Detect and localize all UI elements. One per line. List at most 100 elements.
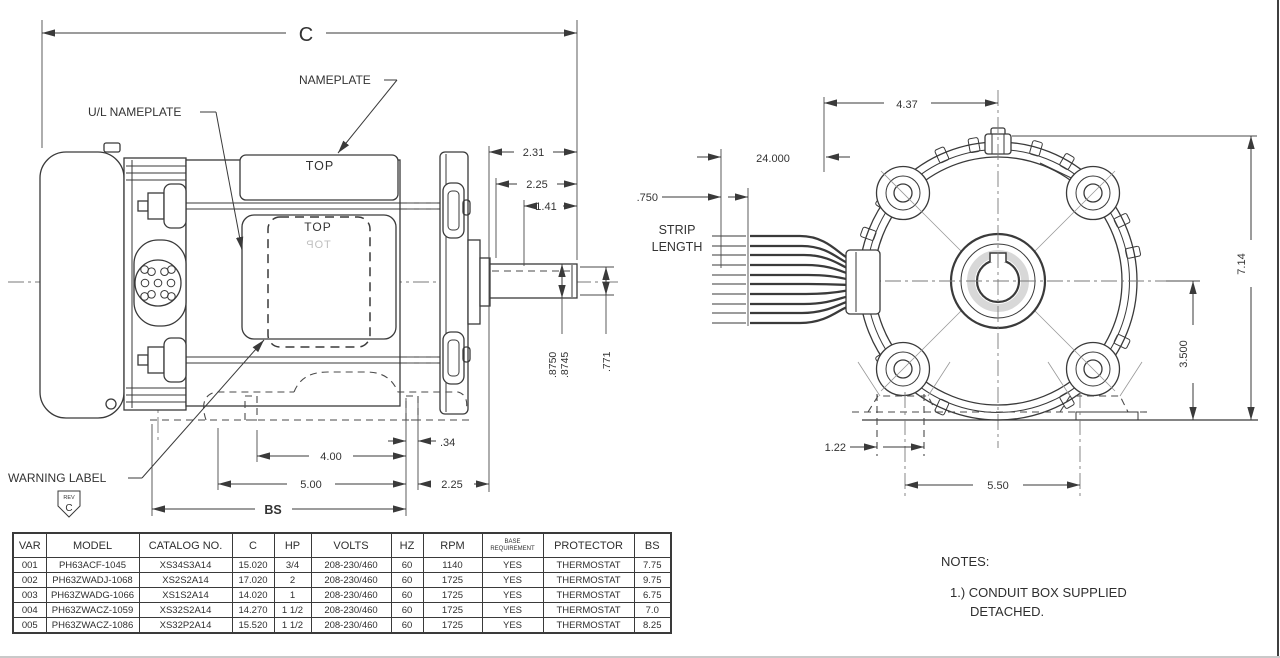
dim-shaft-dia-min: .8745 bbox=[559, 352, 571, 378]
revision-value: C bbox=[65, 503, 72, 514]
table-cell: THERMOSTAT bbox=[542, 557, 635, 573]
dim-center-height: 3.500 bbox=[1178, 340, 1190, 368]
front-view bbox=[712, 90, 1258, 496]
notes-title: NOTES: bbox=[941, 554, 990, 569]
table-cell: THERMOSTAT bbox=[542, 617, 635, 634]
table-cell: 7.0 bbox=[633, 602, 672, 618]
table-cell: 005 bbox=[12, 617, 47, 634]
table-cell: 14.270 bbox=[231, 602, 275, 618]
dim-foot-span: 5.50 bbox=[987, 480, 1008, 492]
table-cell: THERMOSTAT bbox=[542, 602, 635, 618]
table-cell: 3/4 bbox=[273, 557, 312, 573]
dim-top-offset: 4.37 bbox=[896, 99, 917, 111]
table-cell: 208-230/460 bbox=[310, 587, 392, 603]
table-cell: 1725 bbox=[422, 602, 483, 618]
table-cell: PH63ZWADG-1066 bbox=[45, 587, 140, 603]
table-cell: 60 bbox=[390, 617, 424, 634]
table-cell: 208-230/460 bbox=[310, 617, 392, 634]
lead-wires bbox=[712, 234, 851, 325]
dim-foot-offset: 1.22 bbox=[825, 442, 846, 454]
note-item-1: 1.) CONDUIT BOX SUPPLIED bbox=[950, 585, 1127, 600]
table-cell: 17.020 bbox=[231, 572, 275, 588]
table-cell: XS34S3A14 bbox=[138, 557, 233, 573]
table-cell: 60 bbox=[390, 587, 424, 603]
front-base bbox=[852, 361, 1258, 496]
table-header-cell: MODEL bbox=[45, 532, 140, 558]
wire-grommet bbox=[845, 249, 881, 315]
table-cell: 208-230/460 bbox=[310, 602, 392, 618]
note-item-1-cont: DETACHED. bbox=[970, 604, 1045, 619]
table-header-cell: VOLTS bbox=[310, 532, 392, 558]
sheet-border-right bbox=[1276, 0, 1279, 658]
table-cell: PH63ZWACZ-1059 bbox=[45, 602, 140, 618]
table-cell: 1725 bbox=[422, 572, 483, 588]
mounting-lugs bbox=[875, 165, 1121, 397]
table-cell: PH63ACF-1045 bbox=[45, 557, 140, 573]
dim-end-to-flange: 2.31 bbox=[523, 147, 544, 159]
table-cell: 003 bbox=[12, 587, 47, 603]
flange-bolt-upper bbox=[442, 182, 471, 239]
dim-shaft-length: 1.41 bbox=[535, 201, 556, 213]
dim-base-length: 5.00 bbox=[300, 479, 321, 491]
table-cell: 1725 bbox=[422, 617, 483, 634]
table-cell: 9.75 bbox=[633, 572, 672, 588]
table-cell: 7.75 bbox=[633, 557, 672, 573]
table-cell: THERMOSTAT bbox=[542, 587, 635, 603]
table-cell: YES bbox=[481, 572, 544, 588]
table-header-cell: RPM bbox=[422, 532, 483, 558]
table-cell: 8.25 bbox=[633, 617, 672, 634]
table-cell: 208-230/460 bbox=[310, 557, 392, 573]
table-header-cell: HZ bbox=[390, 532, 424, 558]
top-plate-mirror-label: TOP bbox=[305, 239, 330, 251]
table-header-cell: CATALOG NO. bbox=[138, 532, 233, 558]
table-cell: XS2S2A14 bbox=[138, 572, 233, 588]
table-cell: 60 bbox=[390, 557, 424, 573]
dim-height: 7.14 bbox=[1236, 253, 1248, 274]
warning-label-callout: WARNING LABEL bbox=[8, 471, 107, 485]
table-cell: YES bbox=[481, 557, 544, 573]
top-plate-label: TOP bbox=[304, 220, 331, 234]
dim-overall-c: C bbox=[299, 24, 313, 46]
table-cell: XS32P2A14 bbox=[138, 617, 233, 634]
table-cell: XS1S2A14 bbox=[138, 587, 233, 603]
table-header-cell: BASE REQUIREMENT bbox=[481, 532, 544, 558]
dim-overhang: 2.25 bbox=[441, 479, 462, 491]
tie-bolt-upper bbox=[137, 183, 187, 229]
table-cell: 004 bbox=[12, 602, 47, 618]
table-cell: 1140 bbox=[422, 557, 483, 573]
table-header-cell: BS bbox=[633, 532, 672, 558]
table-cell: PH63ZWACZ-1086 bbox=[45, 617, 140, 634]
dim-strip-length: .750 bbox=[637, 192, 658, 204]
table-cell: THERMOSTAT bbox=[542, 572, 635, 588]
top-band-label: TOP bbox=[306, 159, 334, 173]
dim-foot-width: .34 bbox=[440, 437, 455, 449]
dim-shaft-flat: .771 bbox=[601, 351, 613, 372]
table-cell: 002 bbox=[12, 572, 47, 588]
dim-bolt-span: 4.00 bbox=[320, 451, 341, 463]
table-cell: 208-230/460 bbox=[310, 572, 392, 588]
dim-end-to-face: 2.25 bbox=[526, 179, 547, 191]
table-header-cell: VAR bbox=[12, 532, 47, 558]
flange-bolt-lower bbox=[442, 331, 471, 385]
revision-flag: REV C bbox=[57, 490, 81, 518]
dim-shaft-dia-max: .8750 bbox=[547, 352, 559, 378]
side-view: TOP TOP TOP bbox=[8, 142, 622, 444]
ul-nameplate-callout: U/L NAMEPLATE bbox=[88, 105, 181, 119]
dim-base-span: BS bbox=[264, 503, 281, 517]
table-cell: 2 bbox=[273, 572, 312, 588]
strip-length-label-1: STRIP bbox=[659, 223, 696, 237]
table-header-cell: PROTECTOR bbox=[542, 532, 635, 558]
table-cell: 1725 bbox=[422, 587, 483, 603]
table-cell: YES bbox=[481, 587, 544, 603]
table-cell: 1 1/2 bbox=[273, 602, 312, 618]
table-cell: 1 bbox=[273, 587, 312, 603]
dim-lead-length: 24.000 bbox=[756, 153, 790, 165]
table-cell: 14.020 bbox=[231, 587, 275, 603]
